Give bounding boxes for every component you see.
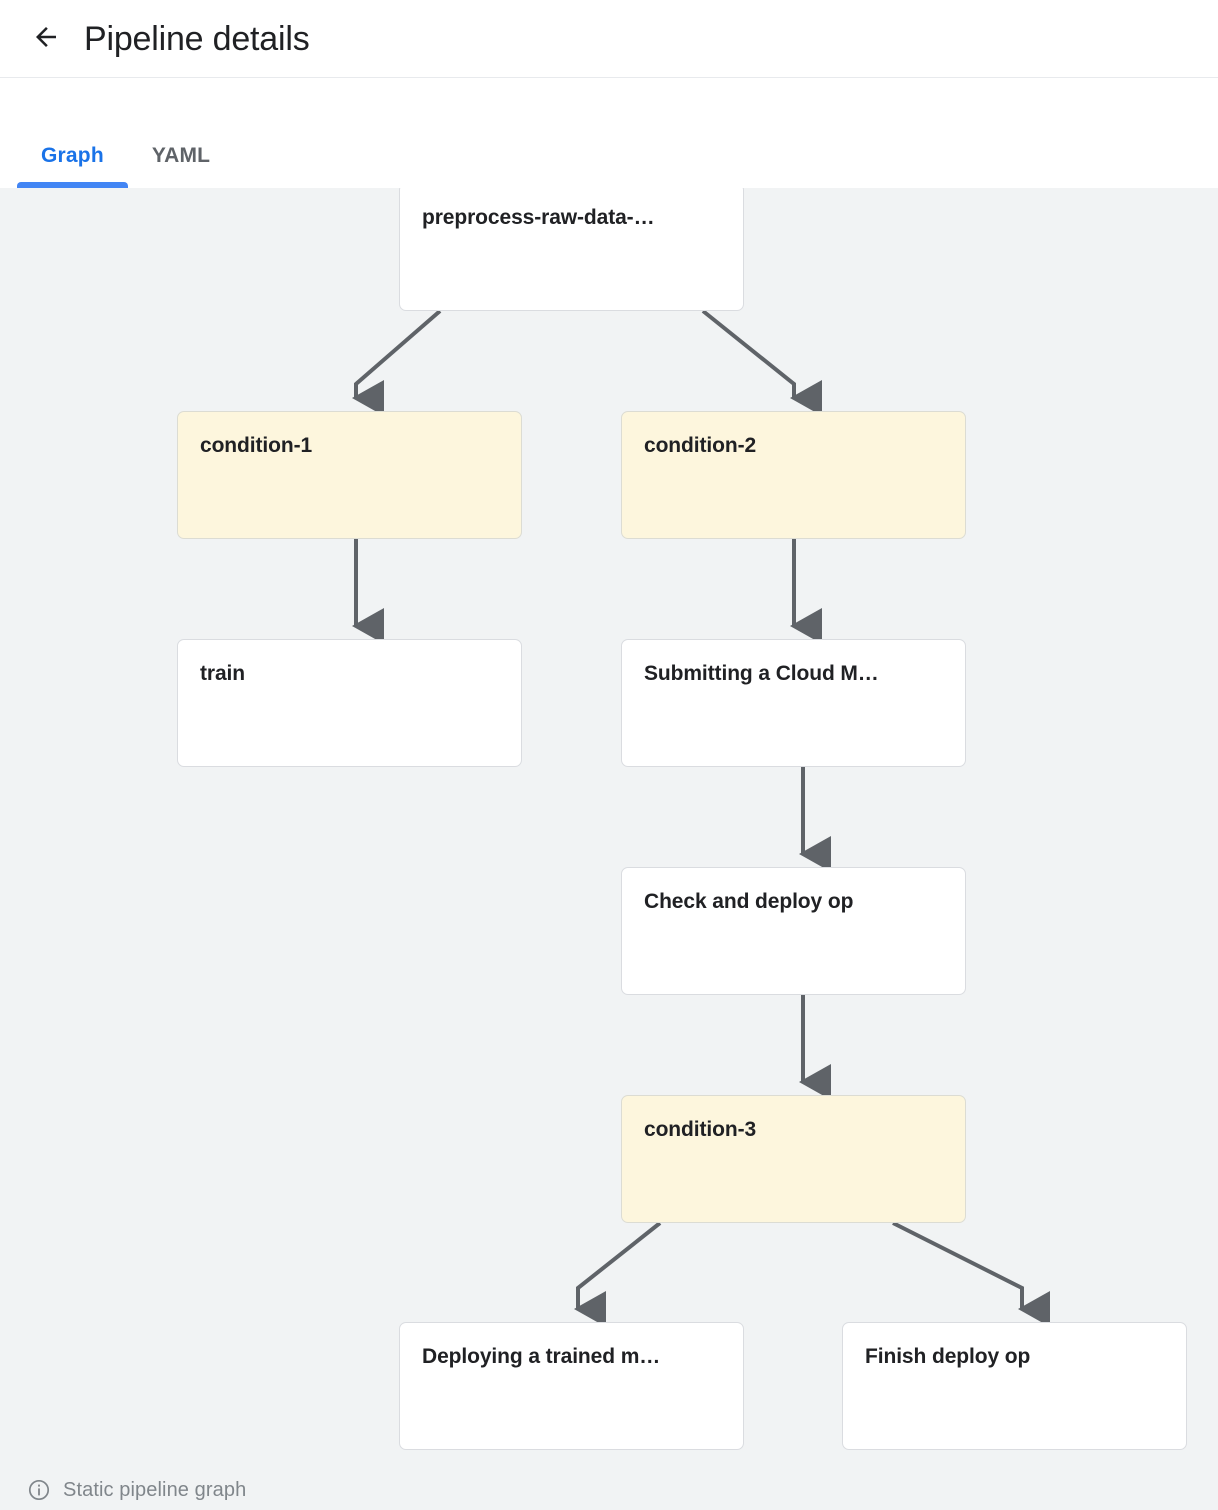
back-button[interactable] (22, 15, 70, 63)
tab-yaml-label: YAML (151, 144, 211, 167)
tab-graph-label: Graph (41, 144, 104, 167)
graph-node-label: Finish deploy op (865, 1345, 1031, 1368)
edge-preprocess-to-condition-2 (701, 309, 822, 416)
graph-node-finish-deploy-op[interactable]: Finish deploy op (842, 1322, 1187, 1450)
edge-condition-3-to-finish (892, 1221, 1050, 1327)
tab-graph[interactable]: Graph (17, 124, 128, 188)
info-icon (27, 1478, 51, 1502)
arrow-left-icon (31, 22, 61, 55)
graph-node-label: Deploying a trained m… (422, 1345, 661, 1368)
page-header: Pipeline details (0, 0, 1218, 78)
graph-node-train[interactable]: train (177, 639, 522, 767)
graph-node-label: condition-2 (644, 434, 757, 457)
graph-node-label: train (200, 662, 246, 685)
graph-node-check-and-deploy-op[interactable]: Check and deploy op (621, 867, 966, 995)
graph-node-label: condition-3 (644, 1118, 757, 1141)
graph-node-deploying[interactable]: Deploying a trained m… (399, 1322, 744, 1450)
page-title: Pipeline details (84, 19, 310, 58)
graph-edge-layer (352, 309, 1050, 1327)
edge-condition-3-to-deploying (574, 1221, 662, 1327)
edge-preprocess-to-condition-1 (352, 309, 442, 416)
pipeline-graph-canvas[interactable]: preprocess-raw-data-… condition-1 condit… (0, 188, 1218, 1470)
graph-node-condition-1[interactable]: condition-1 (177, 411, 522, 539)
graph-node-condition-3[interactable]: condition-3 (621, 1095, 966, 1223)
graph-node-condition-2[interactable]: condition-2 (621, 411, 966, 539)
graph-node-label: preprocess-raw-data-… (422, 206, 655, 229)
graph-node-label: Submitting a Cloud M… (644, 662, 879, 685)
graph-inner-surface: preprocess-raw-data-… condition-1 condit… (0, 188, 1218, 1470)
tab-yaml[interactable]: YAML (128, 124, 234, 188)
tab-bar: Graph YAML (0, 79, 1218, 188)
graph-footer: Static pipeline graph (0, 1470, 1218, 1510)
graph-node-label: Check and deploy op (644, 890, 854, 913)
graph-node-submitting[interactable]: Submitting a Cloud M… (621, 639, 966, 767)
graph-node-preprocess[interactable]: preprocess-raw-data-… (399, 188, 744, 311)
footer-label: Static pipeline graph (63, 1478, 247, 1501)
graph-node-label: condition-1 (200, 434, 313, 457)
